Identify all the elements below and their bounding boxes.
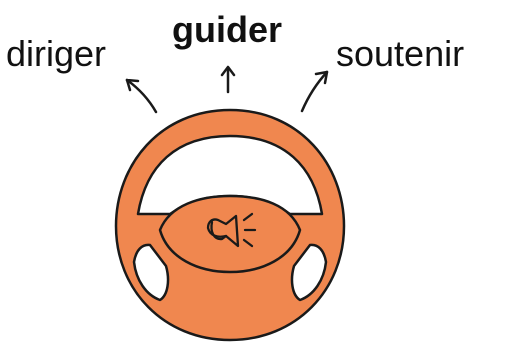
label-diriger: diriger bbox=[6, 33, 107, 74]
arrow-right bbox=[300, 70, 329, 113]
arrow-center bbox=[220, 65, 236, 94]
arrow-left bbox=[125, 78, 158, 114]
horn-icon bbox=[206, 212, 257, 248]
steering-wheel-icon bbox=[114, 108, 346, 342]
label-soutenir: soutenir bbox=[336, 33, 465, 74]
label-guider: guider bbox=[172, 9, 283, 50]
wheel-hub bbox=[158, 194, 302, 274]
